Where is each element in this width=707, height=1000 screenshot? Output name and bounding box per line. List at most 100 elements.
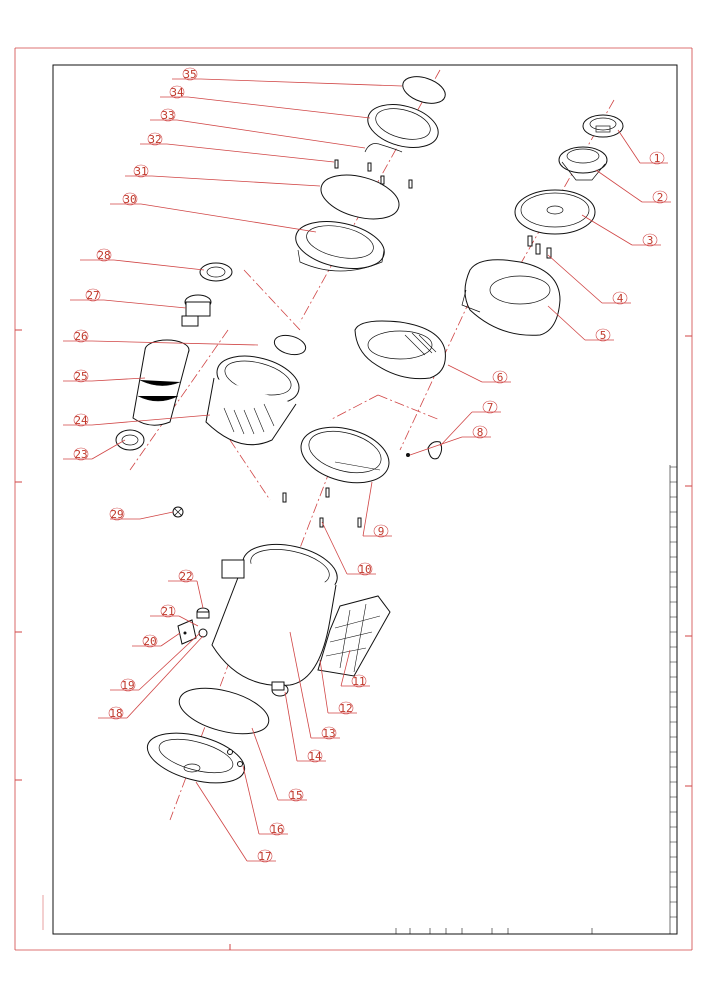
callout-label-16: 16: [270, 823, 283, 836]
part-17-base: [146, 732, 246, 784]
leader-line-16: [242, 765, 260, 835]
callout-circle-10: [357, 562, 373, 576]
callout-label-21: 21: [161, 605, 174, 618]
callout-label-23: 23: [74, 448, 87, 461]
callout-circle-14: [307, 749, 323, 763]
sheet-frame: [14, 47, 693, 951]
callout-circle-22: [178, 569, 194, 583]
leader-line-31: [151, 175, 321, 187]
callout-label-14: 14: [308, 750, 322, 763]
part-21-fitting: [198, 628, 208, 638]
leader-line-27: [103, 299, 187, 309]
callout-label-1: 1: [654, 152, 661, 165]
callout-label-26: 26: [74, 330, 87, 343]
callout-label-5: 5: [600, 329, 607, 342]
callout-label-6: 6: [497, 371, 504, 384]
callout-label-31: 31: [134, 165, 147, 178]
leader-line-9: [362, 481, 373, 537]
callout-label-27: 27: [86, 289, 99, 302]
leader-line-20: [160, 632, 181, 647]
leader-line-3: [581, 214, 633, 246]
part-4-screws: [527, 235, 552, 259]
callout-circle-31: [133, 164, 149, 178]
part-5-housing: [461, 259, 561, 336]
callout-circle-28: [96, 248, 112, 262]
callout-label-10: 10: [358, 563, 371, 576]
part-23-ring: [115, 429, 145, 451]
part-13-canister: [211, 543, 338, 686]
leader-line-10: [321, 521, 348, 575]
part-33-wire: [364, 143, 403, 153]
callout-circle-27: [85, 288, 101, 302]
callout-circle-18: [108, 706, 124, 720]
callout-label-29: 29: [110, 508, 123, 521]
callout-label-9: 9: [378, 525, 385, 538]
leader-line-13: [289, 631, 312, 739]
callout-label-32: 32: [148, 133, 161, 146]
callout-label-11: 11: [352, 675, 365, 688]
callout-circle-17: [257, 849, 273, 863]
callout-label-35: 35: [183, 68, 196, 81]
part-28-ring: [199, 262, 233, 282]
callout-circle-20: [142, 634, 158, 648]
callout-circle-12: [338, 701, 354, 715]
leader-line-1: [617, 129, 641, 164]
callout-circle-34: [169, 85, 185, 99]
callout-circle-33: [160, 108, 176, 122]
leader-line-2: [595, 169, 643, 203]
part-29-oring: [273, 334, 307, 356]
callout-circle-32: [147, 132, 163, 146]
leader-line-29: [139, 511, 174, 520]
part-7-clip: [406, 441, 443, 460]
part-27-valve: [181, 294, 212, 327]
callout-circle-24: [73, 413, 89, 427]
leader-line-28: [113, 259, 205, 271]
callout-circle-4: [612, 291, 628, 305]
part-10-screws: [282, 487, 362, 528]
callout-label-33: 33: [161, 109, 174, 122]
callout-circle-1: [649, 151, 665, 165]
callout-label-12: 12: [339, 702, 352, 715]
part-14-fitting: [271, 681, 289, 697]
callout-circle-21: [160, 604, 176, 618]
leader-line-25: [91, 377, 146, 382]
callout-circle-25: [73, 369, 89, 383]
callout-circle-23: [73, 447, 89, 461]
part-19-fitting: [172, 506, 184, 518]
callout-circle-8: [472, 425, 488, 439]
callout-label-4: 4: [617, 292, 624, 305]
leader-line-35: [200, 78, 403, 87]
callout-label-8: 8: [477, 426, 484, 439]
callout-label-20: 20: [143, 635, 156, 648]
leader-line-26: [91, 340, 259, 346]
callout-circle-29: [109, 507, 125, 521]
callout-circle-7: [482, 400, 498, 414]
callout-label-30: 30: [123, 193, 136, 206]
leader-line-30: [140, 203, 317, 233]
callout-label-13: 13: [322, 727, 335, 740]
leader-line-22: [196, 580, 204, 609]
callout-circle-30: [122, 192, 138, 206]
part-25-tube: [132, 339, 190, 426]
part-6-ring: [354, 320, 446, 380]
callout-label-34: 34: [170, 86, 184, 99]
leader-line-23: [91, 439, 126, 460]
leader-line-7: [439, 411, 473, 447]
leader-line-21: [178, 615, 199, 627]
callout-label-24: 24: [74, 414, 88, 427]
callout-circle-15: [288, 788, 304, 802]
part-3-plate: [514, 189, 596, 235]
part-11-grille: [317, 595, 391, 677]
callout-circle-9: [373, 524, 389, 538]
leader-line-12: [319, 659, 329, 714]
leader-line-11: [340, 649, 351, 687]
leader-line-4: [547, 254, 603, 304]
part-31-oring: [320, 174, 400, 220]
part-15-gasket: [178, 687, 270, 735]
leader-line-8: [409, 436, 463, 456]
callout-label-18: 18: [109, 707, 122, 720]
part-20-bracket: [177, 619, 197, 645]
leader-line-24: [91, 414, 211, 426]
leader-line-18: [126, 635, 204, 719]
